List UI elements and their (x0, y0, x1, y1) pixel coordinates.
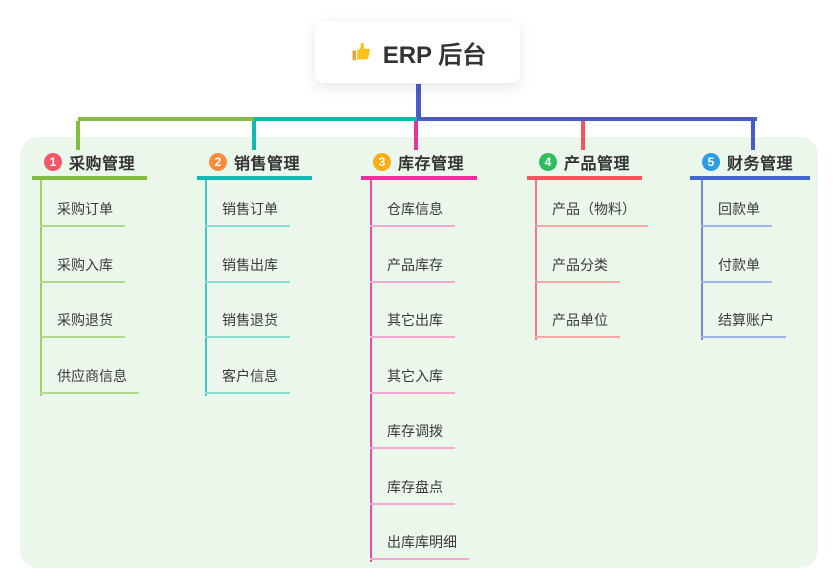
branch-title: 采购管理 (69, 155, 136, 173)
child-node-product-2[interactable]: 产品单位 (535, 311, 620, 338)
branch-number-badge: 2 (209, 152, 227, 171)
branch-header-product[interactable]: 4 产品管理 (527, 147, 642, 180)
thumbs-up-icon (349, 40, 373, 64)
root-node[interactable]: ERP 后台 (315, 21, 520, 83)
child-node-sales-2[interactable]: 销售退货 (205, 311, 290, 338)
child-node-inventory-4[interactable]: 库存调拨 (370, 422, 455, 449)
branch-number-badge: 3 (373, 152, 391, 171)
branch-drop-line-finance (751, 121, 755, 150)
child-node-product-1[interactable]: 产品分类 (535, 256, 620, 283)
child-node-inventory-6[interactable]: 出库库明细 (370, 533, 469, 560)
branch-stem-line-inventory (370, 178, 372, 562)
branch-drop-line-product (581, 121, 585, 150)
branch-stem-line-purchase (40, 178, 42, 396)
branch-number-badge: 4 (539, 152, 557, 171)
child-node-sales-1[interactable]: 销售出库 (205, 256, 290, 283)
child-node-purchase-2[interactable]: 采购退货 (40, 311, 125, 338)
child-node-inventory-5[interactable]: 库存盘点 (370, 478, 455, 505)
child-node-inventory-2[interactable]: 其它出库 (370, 311, 455, 338)
branch-header-inventory[interactable]: 3 库存管理 (361, 147, 477, 180)
branch-drop-line-purchase (76, 121, 80, 150)
branch-drop-line-sales (252, 121, 256, 150)
branch-title: 财务管理 (727, 155, 794, 173)
connector-bus-segment-left (78, 117, 256, 121)
child-node-finance-1[interactable]: 付款单 (701, 256, 772, 283)
branch-header-sales[interactable]: 2 销售管理 (197, 147, 312, 180)
root-label: ERP 后台 (382, 41, 487, 69)
branch-number-badge: 5 (702, 152, 720, 171)
branch-title: 库存管理 (398, 155, 465, 173)
child-node-finance-0[interactable]: 回款单 (701, 200, 772, 227)
child-node-inventory-3[interactable]: 其它入库 (370, 367, 455, 394)
branch-stem-line-product (535, 178, 537, 340)
branch-header-purchase[interactable]: 1 采购管理 (32, 147, 147, 180)
branch-stem-line-finance (701, 178, 703, 340)
root-stem-line (416, 84, 421, 121)
child-node-sales-3[interactable]: 客户信息 (205, 367, 290, 394)
connector-bus-segment-mid (254, 117, 419, 121)
child-node-purchase-1[interactable]: 采购入库 (40, 256, 125, 283)
child-node-sales-0[interactable]: 销售订单 (205, 200, 290, 227)
child-node-finance-2[interactable]: 结算账户 (701, 311, 786, 338)
branch-title: 销售管理 (234, 155, 301, 173)
child-node-product-0[interactable]: 产品（物料） (535, 200, 648, 227)
branch-title: 产品管理 (564, 155, 631, 173)
connector-bus-segment-right (417, 117, 757, 121)
child-node-purchase-3[interactable]: 供应商信息 (40, 367, 139, 394)
child-node-inventory-1[interactable]: 产品库存 (370, 256, 455, 283)
child-node-inventory-0[interactable]: 仓库信息 (370, 200, 455, 227)
branch-header-finance[interactable]: 5 财务管理 (690, 147, 810, 180)
branch-stem-line-sales (205, 178, 207, 396)
branch-number-badge: 1 (44, 152, 62, 171)
branch-drop-line-inventory (414, 121, 418, 150)
branches-panel (20, 137, 818, 568)
child-node-purchase-0[interactable]: 采购订单 (40, 200, 125, 227)
